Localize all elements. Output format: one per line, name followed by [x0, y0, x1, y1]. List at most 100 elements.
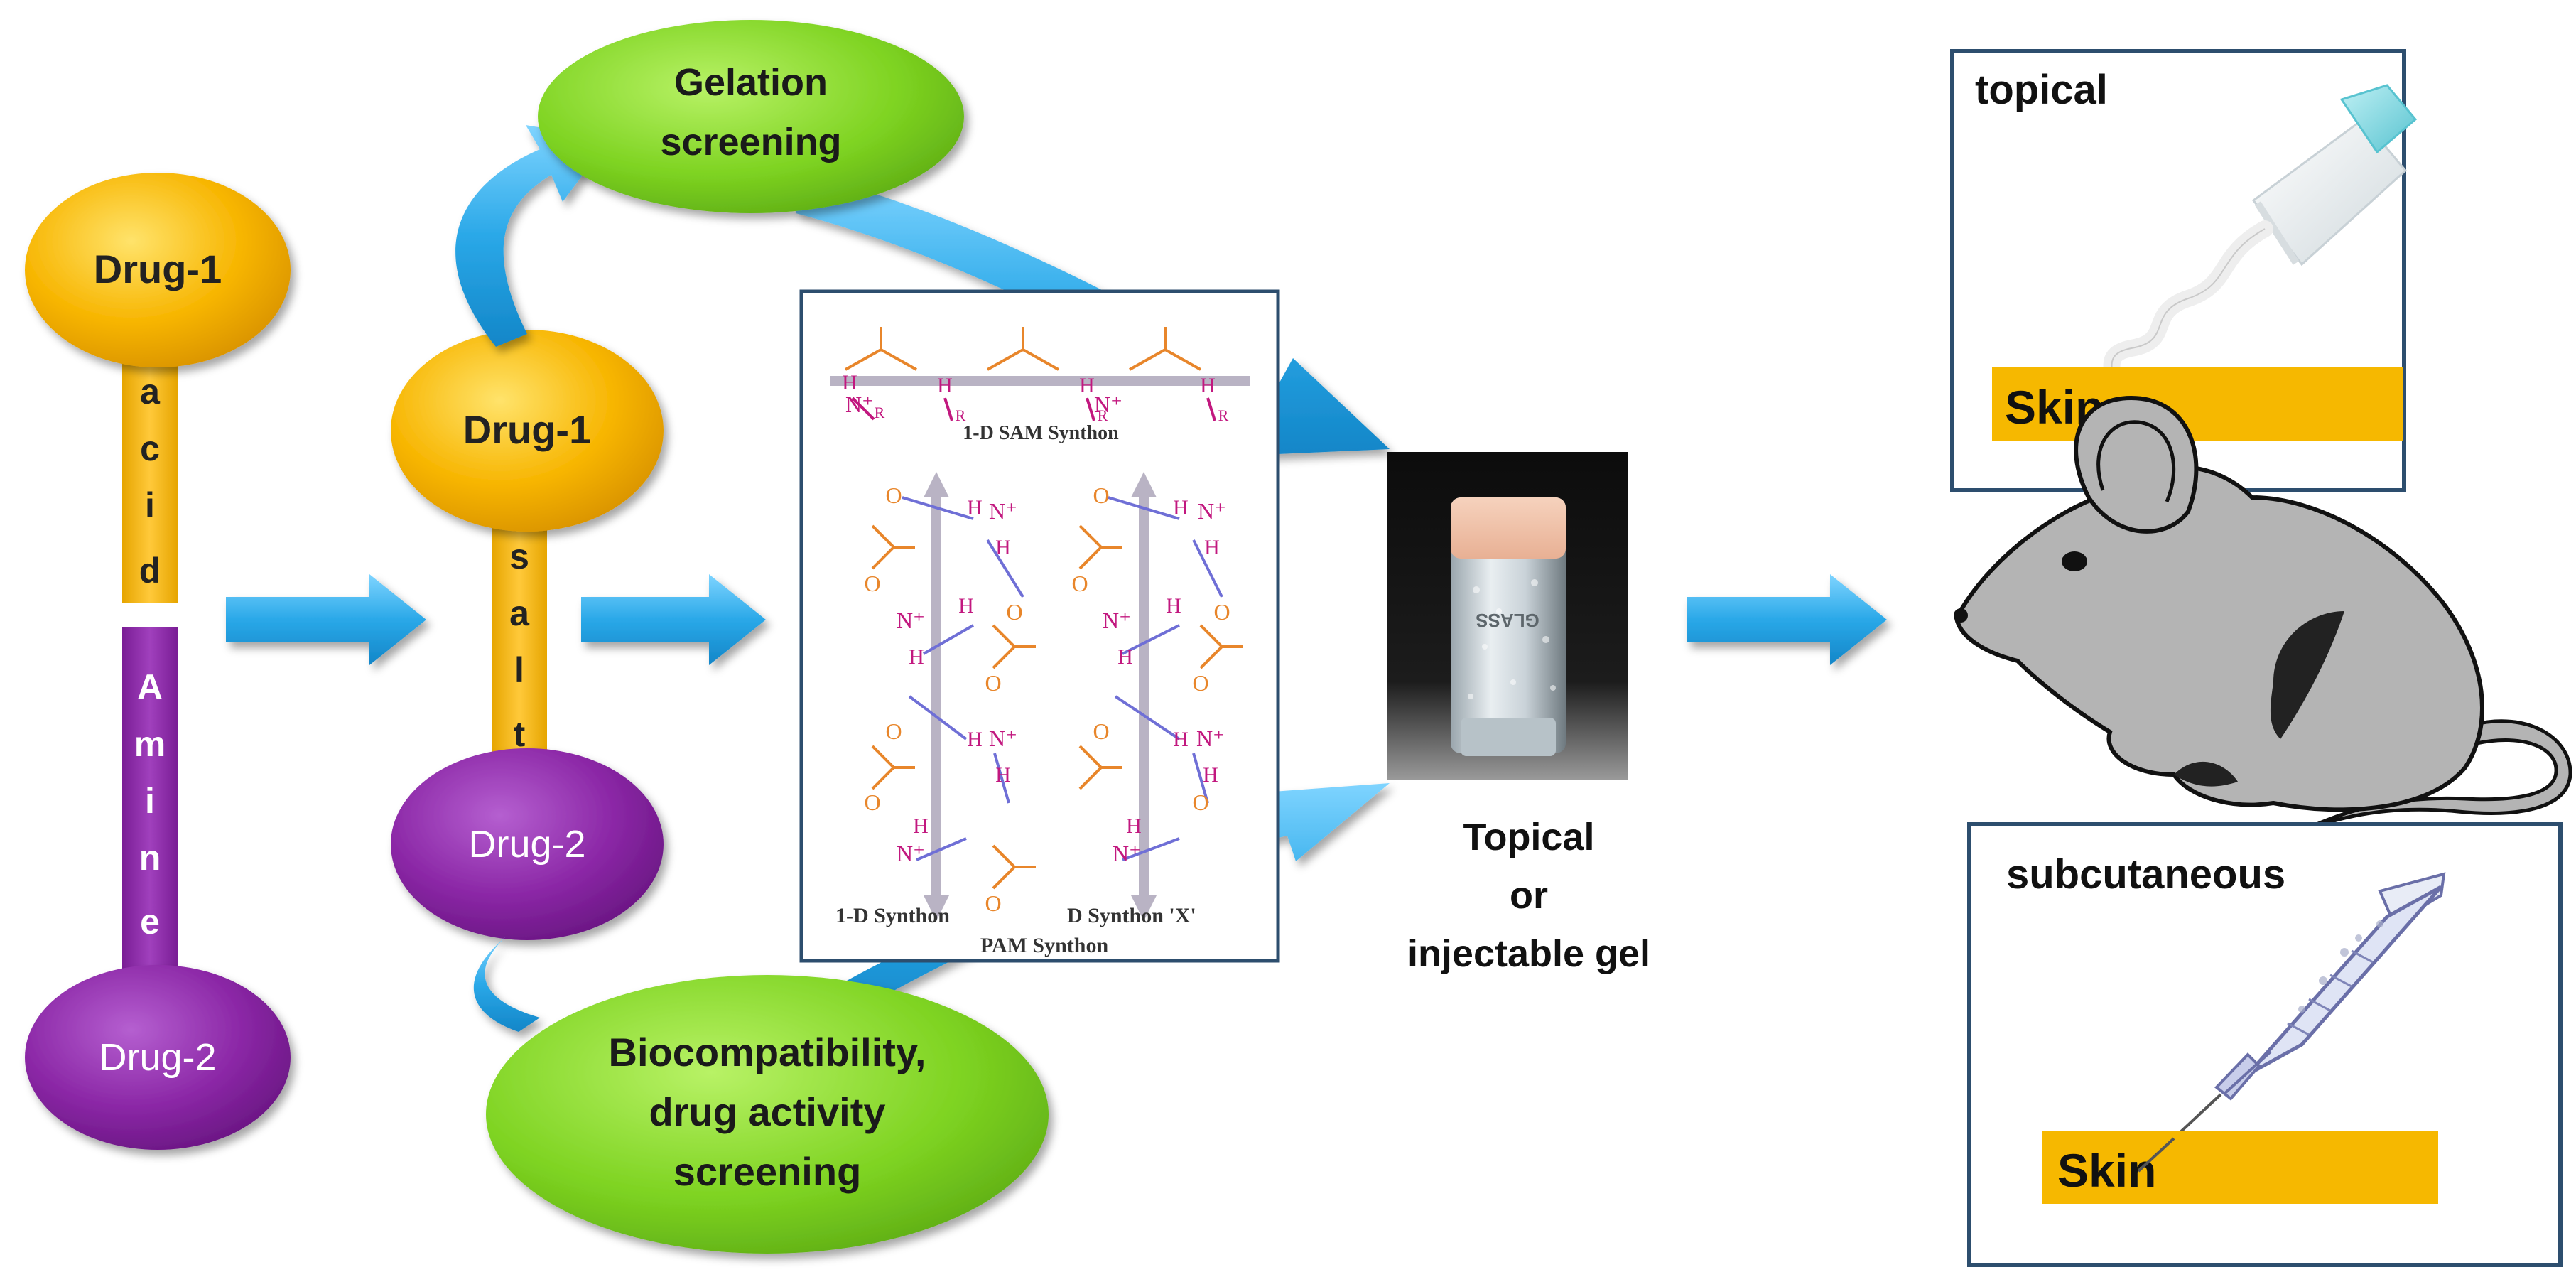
biocompatibility-screening-oval — [486, 975, 1049, 1254]
subcutaneous-panel: subcutaneous Skin — [1967, 822, 2563, 1267]
hydrogen-atom: H — [967, 496, 983, 519]
nitrogen-atom: N⁺ — [897, 841, 925, 866]
gel-foam — [1451, 497, 1566, 559]
synthon-panel: 1-D SAM Synthon O O O O O — [799, 289, 1280, 963]
pam-axis-right-arrowtail — [1131, 895, 1157, 921]
hydrogen-atom: H — [842, 371, 857, 394]
oxygen-atom: O — [885, 718, 902, 744]
amine-letter-1: m — [134, 724, 166, 764]
oxygen-atom: O — [1192, 670, 1208, 696]
needle-over-skin — [2137, 1137, 2175, 1173]
hydrogen-atom: H — [1117, 645, 1133, 669]
hydrogen-atom: H — [995, 536, 1011, 559]
nitrogen-atom: N⁺ — [1113, 841, 1141, 866]
hydrogen-atom: H — [1173, 728, 1189, 751]
ointment-tube-icon — [2251, 84, 2418, 266]
mouse-ear-inner — [2096, 420, 2176, 502]
amine-letter-3: n — [139, 838, 161, 878]
gel-caption-line3: injectable gel — [1407, 932, 1650, 975]
sam-carboxylate-chain — [845, 327, 1201, 371]
vial-body — [1451, 497, 1566, 753]
gelation-line2: screening — [660, 121, 841, 163]
stage1-drug1-oval — [25, 173, 291, 367]
vial-neck — [1461, 718, 1556, 756]
oxygen-atom: O — [1071, 571, 1088, 596]
acid-bar — [122, 347, 178, 603]
topical-title: topical — [1975, 67, 2108, 113]
subcutaneous-skin-bar — [2042, 1131, 2438, 1204]
stage1-drug2-label: Drug-2 — [99, 1036, 216, 1079]
pam-synthon-label: PAM Synthon — [980, 934, 1109, 957]
syringe-icon — [2136, 872, 2446, 1174]
oxygen-atom: O — [985, 890, 1001, 916]
nitrogen-atom: N⁺ — [1198, 498, 1226, 524]
oxygen-atom: O — [864, 790, 880, 815]
sam-synthon-label: 1-D SAM Synthon — [963, 422, 1119, 444]
mouse-ear — [2074, 395, 2199, 534]
hydrogen-atoms: H H H H H H H H H H H H H H H H H H — [842, 371, 1220, 838]
arrow-right-2 — [581, 574, 766, 665]
oxygen-atom: O — [1093, 718, 1109, 744]
oxygen-atom: O — [885, 483, 902, 508]
bio-line2: drug activity — [649, 1089, 886, 1134]
subcutaneous-skin-label: Skin — [2057, 1144, 2156, 1197]
acid-letter-2: i — [145, 485, 155, 525]
stage2-drug1-label: Drug-1 — [463, 407, 591, 452]
r-group: R — [875, 404, 885, 421]
stage2-drug1-oval — [391, 330, 664, 532]
nitrogen-atoms: N⁺ N⁺ N⁺ N⁺ N⁺ N⁺ N⁺ N⁺ N⁺ N⁺ — [845, 392, 1226, 866]
topical-skin-bar — [1992, 367, 2403, 441]
synthon-bottom-left-label: 1-D Synthon — [835, 904, 950, 927]
acid-letter-1: c — [140, 429, 160, 468]
oxygen-atom: O — [1192, 790, 1208, 815]
mouse-nose — [1954, 608, 1968, 623]
hydrogen-atom: H — [913, 814, 929, 838]
oxygen-atom: O — [864, 571, 880, 596]
pam-axis-left-arrowhead — [924, 472, 949, 497]
amine-letter-4: e — [140, 902, 160, 942]
gel-caption-line1: Topical — [1463, 816, 1594, 858]
mouse-shading-leg — [2174, 761, 2238, 787]
stage1-conjugate: Drug-1 Drug-2 a c i d A m i n e — [25, 173, 291, 1150]
oxygen-atoms: O O O O O O O O O O O O O — [864, 483, 1230, 916]
salt-letter-1: a — [509, 593, 530, 633]
hydrogen-bond-network — [902, 496, 1223, 861]
mouse-shading — [2270, 611, 2344, 739]
oxygen-atom: O — [985, 670, 1001, 696]
sam-amine-chain — [851, 397, 1216, 421]
oxygen-atom: O — [1093, 483, 1109, 508]
pam-axis-right-arrowhead — [1131, 472, 1157, 497]
acid-letter-0: a — [140, 372, 161, 411]
curve-arrow-to-gelation — [455, 125, 610, 347]
amine-bar — [122, 627, 178, 982]
nitrogen-atom: N⁺ — [1103, 608, 1131, 633]
nitrogen-atom: N⁺ — [989, 498, 1017, 524]
amine-letter-0: A — [137, 667, 163, 707]
nitrogen-atom: N⁺ — [897, 608, 925, 633]
hydrogen-atom: H — [909, 645, 924, 669]
hydrogen-atom: H — [937, 374, 953, 397]
bio-line3: screening — [673, 1149, 862, 1194]
stage2-drug2-oval — [391, 748, 664, 940]
r-groups: R R R R — [875, 404, 1229, 424]
synthon-bottom-right-label: D Synthon 'X' — [1067, 904, 1196, 927]
synthon-panel-frame — [799, 289, 1280, 963]
carboxylate-groups — [871, 524, 1243, 890]
r-group: R — [1218, 406, 1229, 424]
mouse-illustration — [1954, 395, 2572, 841]
hydrogen-atom: H — [995, 763, 1011, 787]
salt-letter-0: s — [509, 537, 529, 576]
bio-line1: Biocompatibility, — [609, 1030, 926, 1074]
nitrogen-atom: N⁺ — [1094, 392, 1122, 417]
hydrogen-atom: H — [1166, 594, 1181, 618]
amine-letter-2: i — [145, 781, 155, 821]
oxygen-atom: O — [1006, 599, 1022, 625]
vial-bubbles — [1468, 579, 1556, 699]
arrow-right-3 — [1687, 574, 1887, 665]
hydrogen-atom: H — [1200, 374, 1216, 397]
hydrogen-atom: H — [967, 728, 983, 751]
r-group: R — [1098, 406, 1108, 424]
stage1-drug2-oval — [25, 965, 291, 1150]
nitrogen-atom: N⁺ — [1196, 726, 1225, 751]
